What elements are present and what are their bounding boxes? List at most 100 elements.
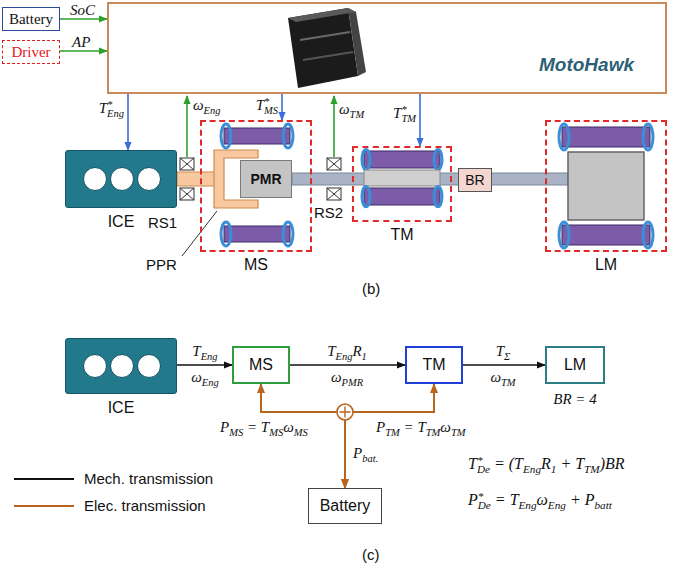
text-part: TM bbox=[501, 377, 516, 388]
bearing-symbol bbox=[180, 188, 194, 200]
text-part: PPR bbox=[146, 256, 177, 273]
node-label: TM bbox=[422, 355, 445, 374]
text-part: R bbox=[352, 343, 361, 359]
stator-coil bbox=[221, 222, 231, 246]
edge-label: TΣ bbox=[496, 342, 511, 360]
text-part: MS bbox=[269, 427, 283, 438]
text-part: = T bbox=[491, 491, 519, 508]
summing-junction bbox=[337, 404, 353, 420]
stator-coil bbox=[283, 222, 293, 246]
engine-cylinder bbox=[137, 167, 161, 191]
text-label: BR = 4 bbox=[553, 390, 596, 408]
text-part: BR bbox=[465, 172, 484, 188]
gear-box: BR bbox=[458, 168, 492, 192]
text-part: = (T bbox=[490, 455, 523, 472]
text-part: De bbox=[478, 499, 491, 511]
bearing-symbol bbox=[327, 188, 341, 200]
text-part: Battery bbox=[9, 11, 53, 27]
text-part: ω bbox=[331, 369, 342, 385]
text-label: ωPMR bbox=[331, 368, 363, 386]
controller-module bbox=[303, 52, 353, 60]
process-box: TM bbox=[405, 346, 463, 384]
text-part: Σ bbox=[504, 351, 510, 362]
text-part: MS bbox=[229, 427, 243, 438]
text-part: PMR bbox=[342, 377, 364, 388]
stator-coil bbox=[364, 188, 440, 205]
text-part: TM bbox=[401, 113, 416, 124]
text-part: PMR bbox=[250, 171, 281, 187]
text-part: ω bbox=[490, 369, 501, 385]
speed-signal bbox=[333, 96, 335, 157]
text-part: AP bbox=[72, 34, 90, 50]
node-label: Battery bbox=[320, 496, 371, 515]
text-part: TM bbox=[426, 427, 441, 438]
edge-label: SoC bbox=[70, 1, 95, 19]
rotor-box: PMR bbox=[240, 160, 292, 198]
connector-group bbox=[60, 19, 545, 488]
process-box: LM bbox=[545, 346, 605, 384]
text-part: Elec. transmission bbox=[84, 497, 206, 514]
text-part: T bbox=[192, 343, 200, 359]
bearing-symbol bbox=[180, 188, 194, 200]
text-label: P*De = TEngωEng + Pbatt bbox=[468, 490, 612, 509]
text-part: MotoHawk bbox=[539, 54, 634, 75]
stator-coil bbox=[221, 124, 231, 148]
stator-coil bbox=[643, 124, 653, 150]
text-part: ICE bbox=[108, 399, 135, 416]
text-part: LM bbox=[564, 356, 586, 373]
text-part: batt bbox=[594, 499, 611, 511]
legend-sample bbox=[14, 505, 74, 507]
controller-module bbox=[300, 32, 350, 40]
text-part: TM bbox=[350, 109, 365, 120]
text-part: P bbox=[353, 445, 362, 461]
stator-coil bbox=[562, 225, 650, 245]
text-part: 1 bbox=[551, 463, 557, 475]
engine-cylinder bbox=[110, 167, 134, 191]
engine-cylinder bbox=[83, 167, 107, 191]
text-label: Pbat. bbox=[353, 444, 378, 462]
node-label: ICE bbox=[108, 212, 135, 231]
connector bbox=[290, 364, 405, 366]
legend-sample bbox=[14, 478, 74, 480]
stator-coil bbox=[434, 150, 442, 170]
text-label: RS2 bbox=[314, 204, 343, 222]
node-label: BR bbox=[465, 172, 484, 189]
edge-label: PTM = TTMωTM bbox=[376, 418, 466, 436]
edge-label: T*TM bbox=[393, 104, 416, 122]
node-label: Battery bbox=[9, 10, 53, 28]
text-part: = T bbox=[400, 419, 426, 435]
bearing-symbol bbox=[327, 188, 341, 200]
engine-block: ICE bbox=[65, 150, 177, 208]
text-label: ωEng bbox=[191, 368, 219, 386]
summing-junction bbox=[340, 407, 351, 418]
text-part: Eng bbox=[202, 377, 219, 388]
text-part: (c) bbox=[362, 546, 380, 563]
connector bbox=[177, 364, 232, 366]
edge-label: T*Eng bbox=[99, 99, 124, 117]
edge-label: T*MS bbox=[256, 96, 278, 114]
stator-coil bbox=[559, 222, 569, 248]
connector bbox=[419, 94, 421, 146]
text-label: T*De = (TEngR1 + TTM)BR bbox=[468, 454, 625, 473]
node-label: ICE bbox=[108, 398, 135, 417]
text-part: ω bbox=[193, 97, 204, 113]
text-part: De bbox=[477, 463, 490, 475]
text-label: ωTM bbox=[339, 100, 364, 118]
text-part: ω bbox=[339, 101, 350, 117]
text-part: T bbox=[327, 343, 335, 359]
text-part: TM bbox=[422, 356, 445, 373]
text-part: Eng bbox=[548, 499, 566, 511]
machine-region: LM bbox=[545, 120, 667, 252]
node-label: LM bbox=[595, 255, 617, 274]
text-part: (b) bbox=[362, 280, 380, 297]
text-part: + T bbox=[556, 455, 584, 472]
stator-coil bbox=[643, 222, 653, 248]
stator-coil bbox=[224, 128, 290, 144]
text-part: Eng bbox=[204, 105, 221, 116]
connector bbox=[127, 94, 129, 150]
stator-coil bbox=[362, 150, 370, 170]
engine-cylinder bbox=[110, 354, 134, 378]
process-box: MS bbox=[232, 346, 290, 384]
text-part: + P bbox=[566, 491, 595, 508]
bearing-symbol bbox=[327, 158, 341, 170]
